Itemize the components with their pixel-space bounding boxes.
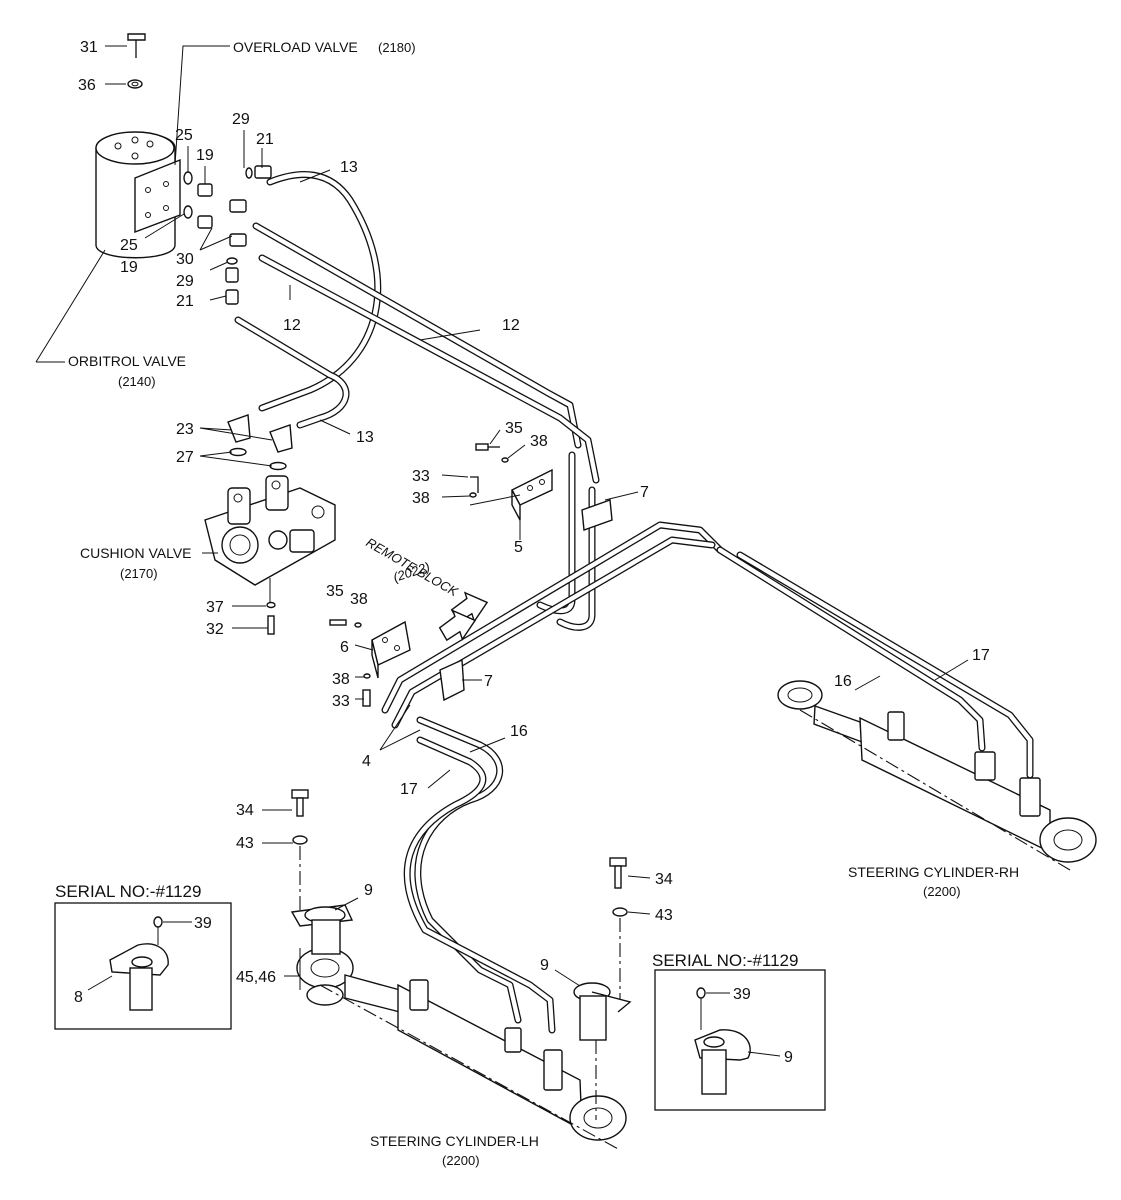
overload-valve-label: OVERLOAD VALVE	[233, 39, 358, 55]
callout-30: 30	[176, 251, 194, 268]
inset-labels: SERIAL NO:-#1129 39 8 SERIAL NO:-#1129 3…	[55, 882, 798, 1066]
callout-9: 9	[364, 882, 373, 899]
callout-43: 43	[655, 907, 673, 924]
callout-27: 27	[176, 449, 194, 466]
steering-cylinder-lh-label: STEERING CYLINDER-LH	[370, 1133, 539, 1149]
callout-4: 4	[362, 753, 371, 770]
callout-17: 17	[972, 647, 990, 664]
part-callouts: 31 36 25 19 29 21 13 25 19 30 29 21 12 1…	[78, 39, 990, 986]
callout-16: 16	[510, 723, 528, 740]
callout-35: 35	[505, 420, 523, 437]
inset-left-callout-8: 8	[74, 989, 83, 1006]
callout-19: 19	[120, 259, 138, 276]
brackets	[329, 443, 613, 707]
orbitrol-valve-assembly	[95, 33, 272, 305]
callout-34: 34	[236, 802, 254, 819]
callout-34: 34	[655, 871, 673, 888]
cushion-valve-ref: (2170)	[120, 566, 158, 581]
callout-25: 25	[175, 127, 193, 144]
callout-7: 7	[484, 673, 493, 690]
steering-cylinder-rh-label: STEERING CYLINDER-RH	[848, 864, 1019, 880]
callout-36: 36	[78, 77, 96, 94]
leader-lines	[35, 45, 969, 990]
overload-valve-ref: (2180)	[378, 40, 416, 55]
callout-43: 43	[236, 835, 254, 852]
callout-9: 9	[540, 957, 549, 974]
callout-33: 33	[412, 468, 430, 485]
callout-37: 37	[206, 599, 224, 616]
callout-31: 31	[80, 39, 98, 56]
callout-21: 21	[176, 293, 194, 310]
hoses	[234, 171, 1034, 1034]
callout-38: 38	[412, 490, 430, 507]
callout-5: 5	[514, 539, 523, 556]
callout-29: 29	[232, 111, 250, 128]
callout-6: 6	[340, 639, 349, 656]
callout-13: 13	[340, 159, 358, 176]
inset-right-callout-39: 39	[733, 986, 751, 1003]
callout-38: 38	[332, 671, 350, 688]
orbitrol-valve-ref: (2140)	[118, 374, 156, 389]
inset-left-title: SERIAL NO:-#1129	[55, 882, 201, 901]
callout-38: 38	[530, 433, 548, 450]
callout-13: 13	[356, 429, 374, 446]
callout-32: 32	[206, 621, 224, 638]
callout-35: 35	[326, 583, 344, 600]
steering-cylinder-lh-ref: (2200)	[442, 1153, 480, 1168]
callout-12: 12	[502, 317, 520, 334]
callout-33: 33	[332, 693, 350, 710]
inset-left	[54, 902, 232, 1030]
inset-right-title: SERIAL NO:-#1129	[652, 951, 798, 970]
callout-25: 25	[120, 237, 138, 254]
callout-23: 23	[176, 421, 194, 438]
inset-right-callout-9: 9	[784, 1049, 793, 1066]
steering-cylinder-lh	[290, 789, 632, 1151]
inset-right	[654, 969, 826, 1111]
callout-29: 29	[176, 273, 194, 290]
steering-cylinder-rh-ref: (2200)	[923, 884, 961, 899]
callout-7: 7	[640, 484, 649, 501]
inset-left-callout-39: 39	[194, 915, 212, 932]
steering-cylinder-rh	[777, 680, 1097, 871]
callout-19: 19	[196, 147, 214, 164]
callout-12: 12	[283, 317, 301, 334]
callout-45-46: 45,46	[236, 969, 276, 986]
cushion-valve-label: CUSHION VALVE	[80, 545, 192, 561]
orbitrol-valve-label: ORBITROL VALVE	[68, 353, 186, 369]
callout-16: 16	[834, 673, 852, 690]
cushion-valve-assembly	[204, 414, 336, 635]
callout-21: 21	[256, 131, 274, 148]
callout-38: 38	[350, 591, 368, 608]
callout-17: 17	[400, 781, 418, 798]
